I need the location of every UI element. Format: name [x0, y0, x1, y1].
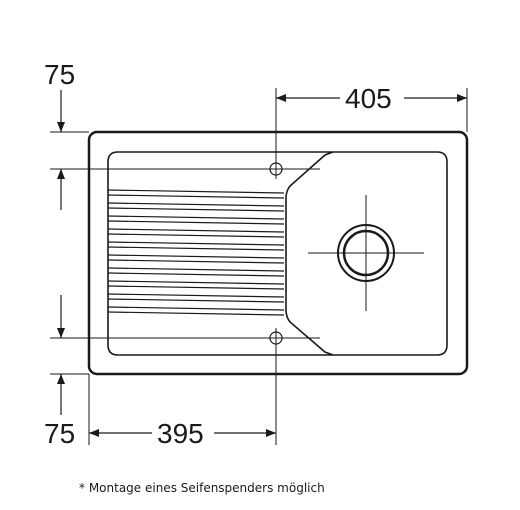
sink-inner-contour	[107, 151, 334, 356]
drain-icon	[308, 195, 424, 311]
sink-outer-outline	[87, 130, 469, 376]
dimension-label-bottom-margin: 75	[44, 418, 75, 449]
footnote-soap-dispenser: * Montage eines Seifenspenders möglich	[79, 481, 325, 495]
drainer-grooves	[107, 189, 285, 316]
extension-lines	[50, 88, 468, 445]
bowl-outline	[333, 151, 448, 356]
dimension-label-top-margin: 75	[44, 59, 75, 90]
dimension-label-bowl-width: 405	[345, 83, 392, 114]
dimension-arrows	[57, 90, 467, 437]
dimension-label-drainer-width: 395	[157, 418, 204, 449]
